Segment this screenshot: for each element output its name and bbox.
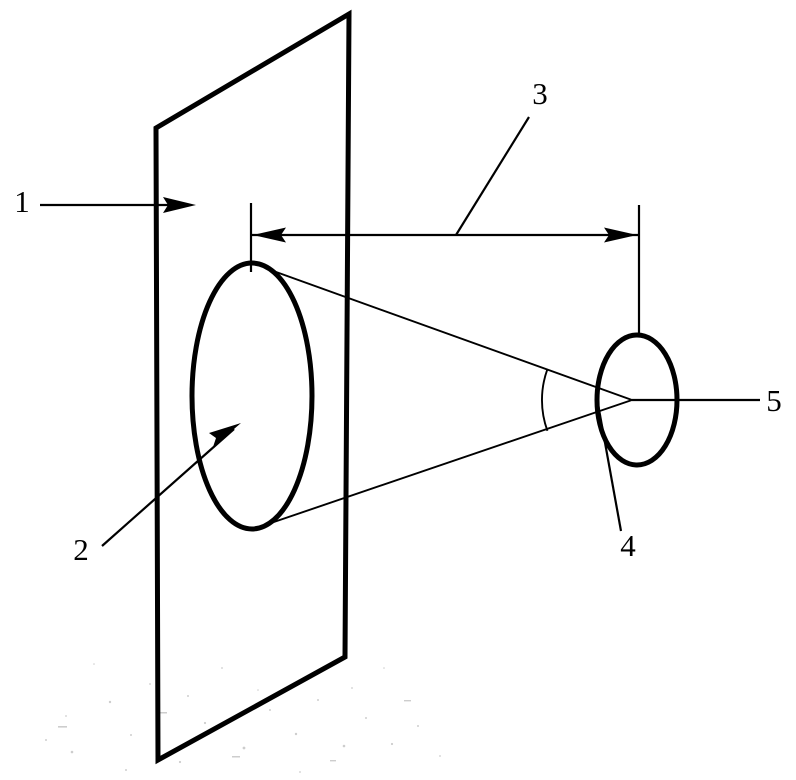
dimension-left-arrowhead <box>253 227 286 243</box>
distance-dimension <box>249 203 641 336</box>
callout-label-2: 2 <box>73 532 89 567</box>
leader-1-arrowhead <box>163 197 196 213</box>
leader-4-shaft <box>596 403 623 532</box>
cone-lower-generatrix <box>267 399 633 525</box>
callout-label-4: 4 <box>620 528 636 563</box>
scan-noise-speckles <box>45 663 441 773</box>
cone-upper-generatrix <box>264 267 633 401</box>
cone-envelope <box>264 267 633 525</box>
beam-angle-arc <box>541 368 549 432</box>
callout-label-1: 1 <box>14 184 30 219</box>
leader-2-arrowhead <box>209 423 241 447</box>
leader-line-2 <box>101 423 241 547</box>
dimension-right-arrowhead <box>604 227 637 243</box>
projection-plane <box>153 9 352 765</box>
projection-plane-outline <box>153 9 352 765</box>
leader-2-shaft <box>101 428 235 547</box>
leader-line-1 <box>40 197 196 213</box>
leader-3-shaft <box>455 116 530 236</box>
callout-label-3: 3 <box>532 76 548 111</box>
callout-label-5: 5 <box>766 383 782 418</box>
